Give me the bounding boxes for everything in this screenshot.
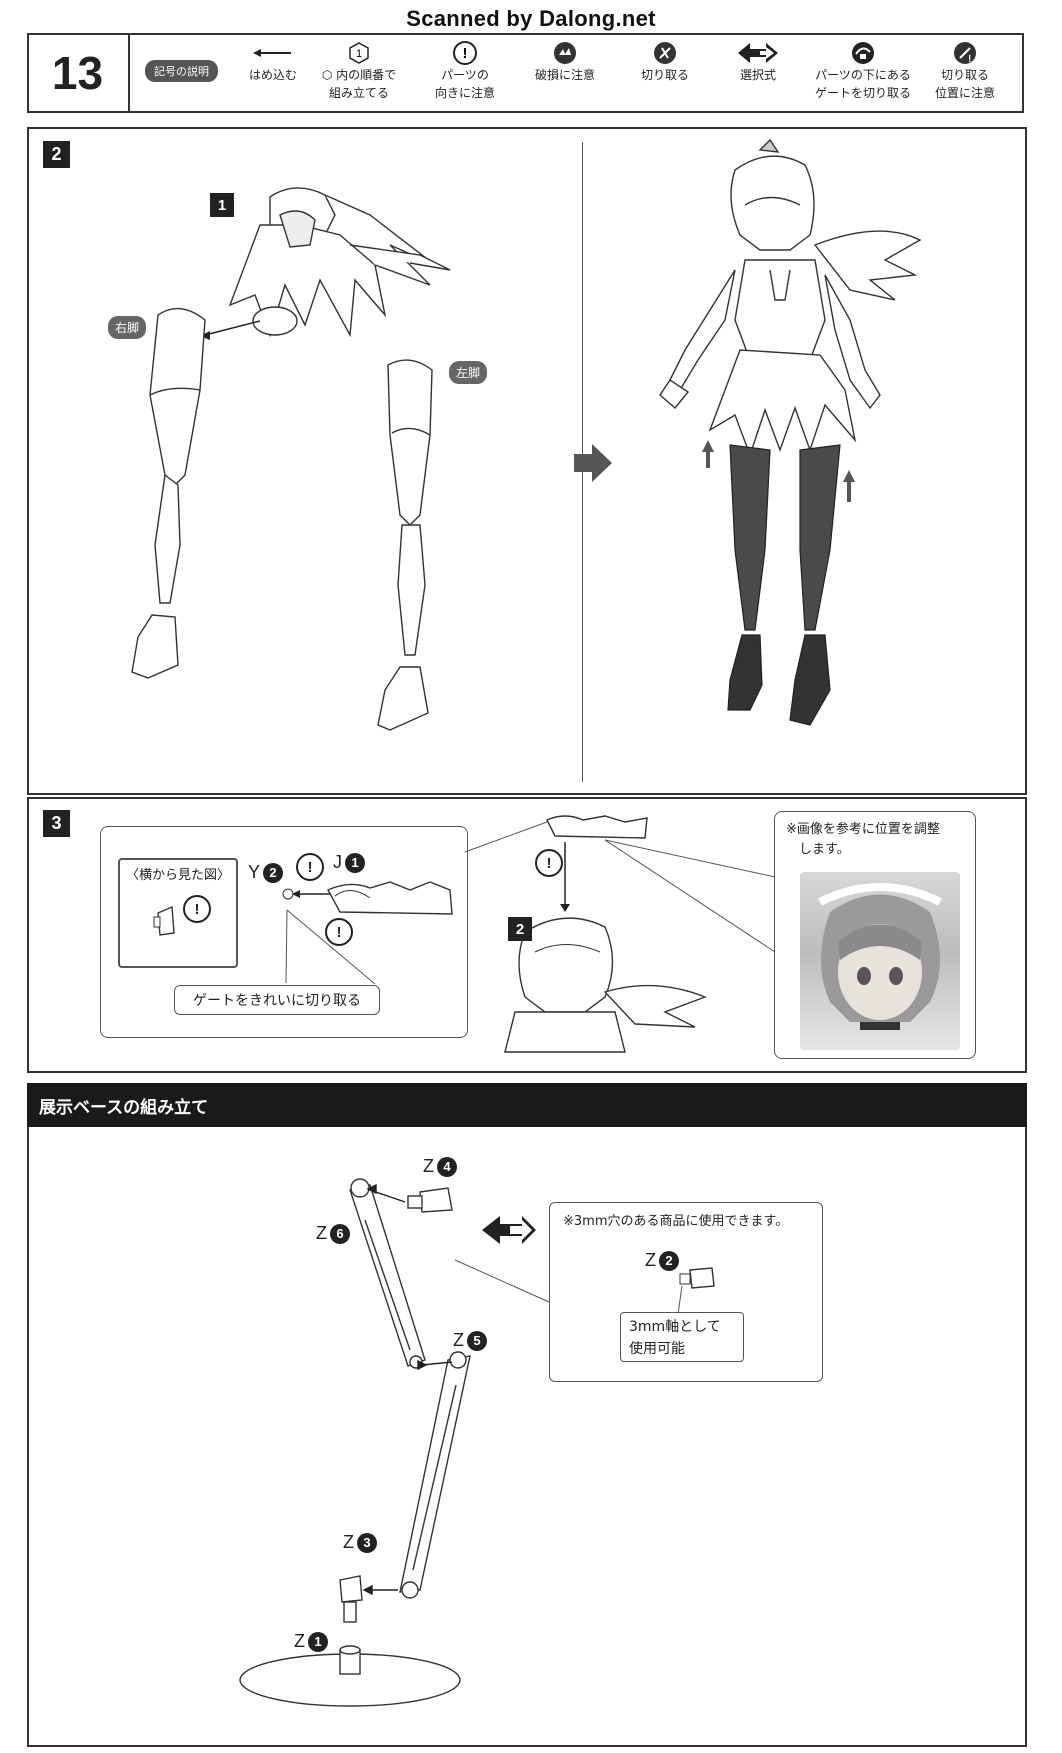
step2-panel: [27, 127, 1027, 795]
left-leg-label: 左脚: [449, 361, 488, 384]
damage-warning-icon: [510, 40, 620, 66]
legs-assembly-illustration: [131, 187, 451, 731]
part-y2-exclamation-icon: !: [296, 853, 324, 881]
cut-position-icon: !: [915, 40, 1015, 66]
legend-item-order: 1 ⬡ 内の順番で 組み立てる: [304, 40, 414, 102]
part-letter: Z: [423, 1156, 434, 1176]
completed-figure-illustration: [659, 138, 922, 726]
legend-title: 記号の説明: [145, 60, 218, 82]
arrow-left-icon: [218, 40, 328, 66]
part-letter: Z: [453, 1330, 464, 1350]
cut-icon: [610, 40, 720, 66]
part-number-badge: 5: [467, 1330, 487, 1351]
crown-part-illustration: [282, 881, 453, 915]
part-letter: Z: [645, 1250, 656, 1270]
legend-item-gate-under: パーツの下にある ゲートを切り取る: [808, 40, 918, 102]
watermark-text: Scanned by Dalong.net: [406, 6, 656, 31]
part-number-badge: 6: [330, 1223, 350, 1244]
right-leg-label: 右脚: [108, 316, 147, 339]
legend-label: ⬡ 内の順番で 組み立てる: [321, 68, 397, 100]
base-section-title: 展示ベースの組み立て: [27, 1083, 1027, 1127]
part-letter: J: [333, 852, 342, 872]
page-number: 13: [27, 33, 130, 113]
part-letter: Z: [294, 1631, 305, 1651]
display-base-illustration: [239, 1178, 536, 1707]
side-view-box: [118, 858, 238, 968]
legend-label: パーツの 向きに注意: [434, 68, 495, 100]
legend-item-cut-position: ! 切り取る 位置に注意: [915, 40, 1015, 102]
part-number-badge: 4: [437, 1156, 457, 1177]
reference-face-illustration: [818, 883, 942, 1030]
side-view-part-illustration: [153, 905, 175, 936]
legend-label: はめ込む: [248, 68, 297, 82]
part-z2-illustration: [677, 1267, 715, 1315]
part-letter: Y: [248, 862, 261, 882]
svg-text:1: 1: [356, 48, 362, 60]
legend-item-fit: はめ込む: [218, 40, 328, 84]
crown-placement-illustration: [464, 815, 776, 1053]
3mm-note: ※3mm穴のある商品に使用できます。: [563, 1214, 789, 1229]
side-view-label: 〈横から見た図〉: [126, 868, 231, 883]
step3-number: 3: [43, 810, 70, 837]
part-letter: Z: [316, 1223, 327, 1243]
part-number-badge: 1: [308, 1631, 328, 1652]
legend-label: 切り取る 位置に注意: [934, 68, 995, 100]
base-panel: [27, 1127, 1027, 1747]
axis-note-box: 3mm軸として 使用可能: [620, 1312, 744, 1362]
ref-step-number: 2: [508, 917, 532, 941]
exclamation-icon: !: [410, 40, 520, 66]
legend-label: 選択式: [739, 68, 776, 82]
legend-label: 切り取る: [640, 68, 689, 82]
gate-under-part-icon: [808, 40, 918, 66]
legend-item-cut: 切り取る: [610, 40, 720, 84]
part-number-badge: 1: [345, 852, 365, 873]
crown-exclamation-icon: !: [535, 849, 563, 877]
callout-pointer-lines: [454, 1259, 550, 1303]
svg-text:!: !: [463, 45, 468, 62]
reference-photo: [800, 872, 960, 1050]
svg-text:!: !: [968, 54, 971, 65]
adjust-note: ※画像を参考に位置を調整 します。: [786, 822, 940, 857]
side-view-exclamation-icon: !: [183, 895, 211, 923]
step3-panel: [27, 797, 1027, 1073]
step2-number: 2: [43, 141, 70, 168]
legend-item-choice: 選択式: [703, 40, 813, 84]
double-arrow-icon: [703, 40, 813, 66]
legend-item-damage: 破損に注意: [510, 40, 620, 84]
legend-label: 破損に注意: [534, 68, 595, 82]
legend-item-direction: ! パーツの 向きに注意: [410, 40, 520, 102]
part-number-badge: 2: [659, 1250, 679, 1271]
circled-number-icon: 1: [304, 40, 414, 66]
result-arrow-icon: [574, 444, 612, 482]
part-number-badge: 3: [357, 1532, 377, 1553]
gate-note-box: ゲートをきれいに切り取る: [174, 985, 380, 1015]
legend-header: [27, 33, 1024, 113]
legend-label: パーツの下にある ゲートを切り取る: [814, 68, 911, 100]
part-j1-exclamation-icon: !: [325, 918, 353, 946]
part-number-badge: 2: [263, 862, 284, 883]
part-letter: Z: [343, 1532, 354, 1552]
gate-callout-lines: [285, 909, 376, 985]
sub-step-number: 1: [210, 193, 234, 217]
